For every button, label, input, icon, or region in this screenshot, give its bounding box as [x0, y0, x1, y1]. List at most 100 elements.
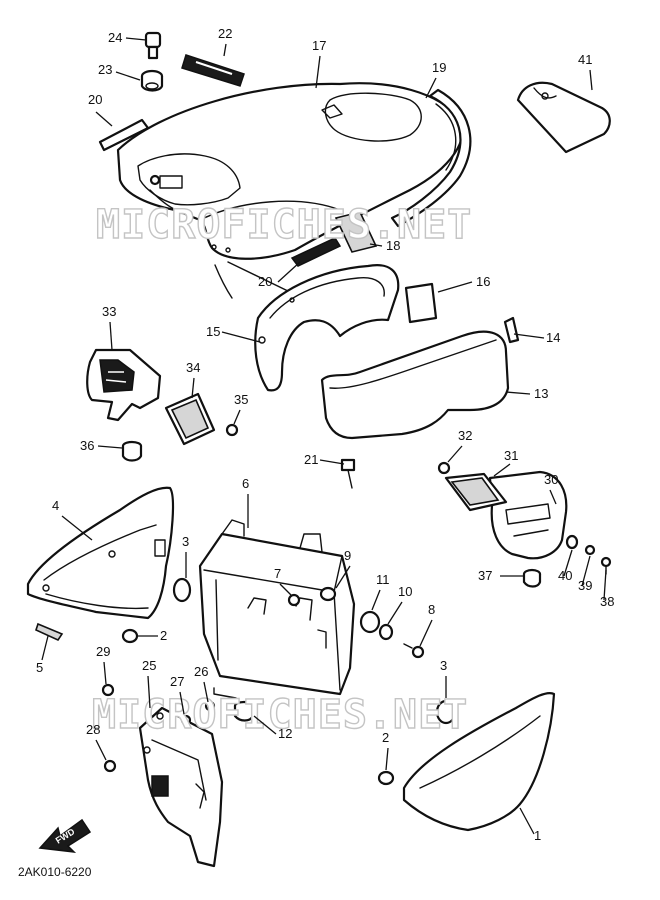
leader-line	[95, 111, 113, 127]
leader-line	[419, 619, 433, 647]
top-emblem	[181, 54, 245, 87]
nut-9	[319, 586, 337, 602]
leader-line	[319, 459, 345, 465]
grommet-3	[172, 577, 192, 603]
seal-16	[404, 282, 438, 324]
callout-number: 11	[376, 572, 390, 587]
damper-37	[522, 568, 542, 588]
collar-10	[378, 623, 394, 641]
leader-line	[115, 71, 141, 81]
leader-line	[371, 589, 381, 611]
callout-number: 7	[274, 566, 281, 581]
callout-number: 35	[234, 392, 248, 407]
side-stripe-decal	[98, 118, 150, 152]
reflector-34	[164, 392, 216, 446]
callout-number: 38	[600, 594, 614, 609]
bolt-32	[437, 461, 451, 475]
side-cover-1	[402, 692, 556, 832]
callout-number: 5	[36, 660, 43, 675]
reflector-31	[444, 472, 508, 512]
callout-number: 30	[544, 472, 558, 487]
callout-number: 4	[52, 498, 59, 513]
leader-line	[519, 807, 535, 835]
leader-line	[95, 739, 107, 761]
callout-number: 20	[258, 274, 272, 289]
side-cover-13	[320, 316, 520, 440]
leader-line	[221, 331, 261, 343]
leader-line	[41, 635, 49, 661]
leader-line	[549, 489, 557, 505]
leader-line	[277, 261, 301, 283]
callout-number: 22	[218, 26, 232, 41]
callout-number: 40	[558, 568, 572, 583]
bolt-35	[225, 423, 239, 437]
collar-40	[565, 534, 579, 550]
leader-line	[589, 69, 593, 91]
damper-12	[233, 700, 255, 722]
leader-line	[103, 661, 107, 685]
callout-number: 29	[96, 644, 110, 659]
leader-line	[147, 675, 151, 709]
callout-number: 33	[102, 304, 116, 319]
bolt-28	[103, 759, 117, 773]
watermark-top: MICROFICHES.NET	[96, 202, 472, 248]
callout-number: 28	[86, 722, 100, 737]
leader-line	[447, 445, 463, 463]
tank-emblem	[290, 211, 378, 267]
leader-line	[203, 681, 209, 703]
callout-number: 16	[476, 274, 490, 289]
fuel-tank	[116, 82, 464, 323]
leader-line	[97, 445, 123, 449]
callout-number: 26	[194, 664, 208, 679]
leader-line	[253, 715, 277, 735]
callout-number: 18	[386, 238, 400, 253]
leader-line	[387, 601, 403, 625]
tool-pouch	[516, 81, 611, 154]
leader-line	[505, 391, 531, 395]
bolt-8	[403, 643, 425, 659]
callout-number: 15	[206, 324, 220, 339]
emblem-5	[35, 622, 64, 642]
leader-line	[425, 77, 437, 99]
leader-line	[493, 463, 511, 477]
leader-line	[223, 43, 227, 57]
screw-21	[340, 458, 356, 489]
collar-2	[121, 628, 139, 644]
leader-line	[513, 333, 545, 339]
leader-line	[315, 55, 321, 89]
callout-number: 27	[170, 674, 184, 689]
callout-number: 6	[242, 476, 249, 491]
collar-2b	[377, 770, 395, 786]
callout-number: 3	[182, 534, 189, 549]
callout-number: 25	[142, 658, 156, 673]
leader-line	[233, 409, 241, 425]
callout-number: 19	[432, 60, 446, 75]
callout-number: 37	[478, 568, 492, 583]
bracket-30	[488, 470, 568, 560]
leader-line	[179, 691, 185, 715]
bracket-25	[138, 706, 224, 868]
forward-arrow-icon: FWD	[38, 818, 92, 853]
leader-line	[279, 583, 293, 597]
callout-number: 32	[458, 428, 472, 443]
callout-number: 2	[382, 730, 389, 745]
callout-number: 41	[578, 52, 592, 67]
leader-line	[335, 565, 351, 589]
bolt-27	[180, 714, 192, 726]
callout-number: 1	[534, 828, 541, 843]
leader-line	[109, 321, 113, 351]
side-cover-4	[26, 486, 175, 620]
callout-number: 13	[534, 386, 548, 401]
bolt-7	[287, 593, 301, 607]
callout-number: 39	[578, 578, 592, 593]
leader-line	[563, 549, 573, 577]
callout-number: 23	[98, 62, 112, 77]
callout-number: 9	[344, 548, 351, 563]
bolt-29	[101, 683, 115, 697]
leader-line	[437, 281, 473, 293]
callout-number: 12	[278, 726, 292, 741]
rubber-trim-strip	[390, 88, 472, 228]
callout-number: 10	[398, 584, 412, 599]
callout-number: 36	[80, 438, 94, 453]
